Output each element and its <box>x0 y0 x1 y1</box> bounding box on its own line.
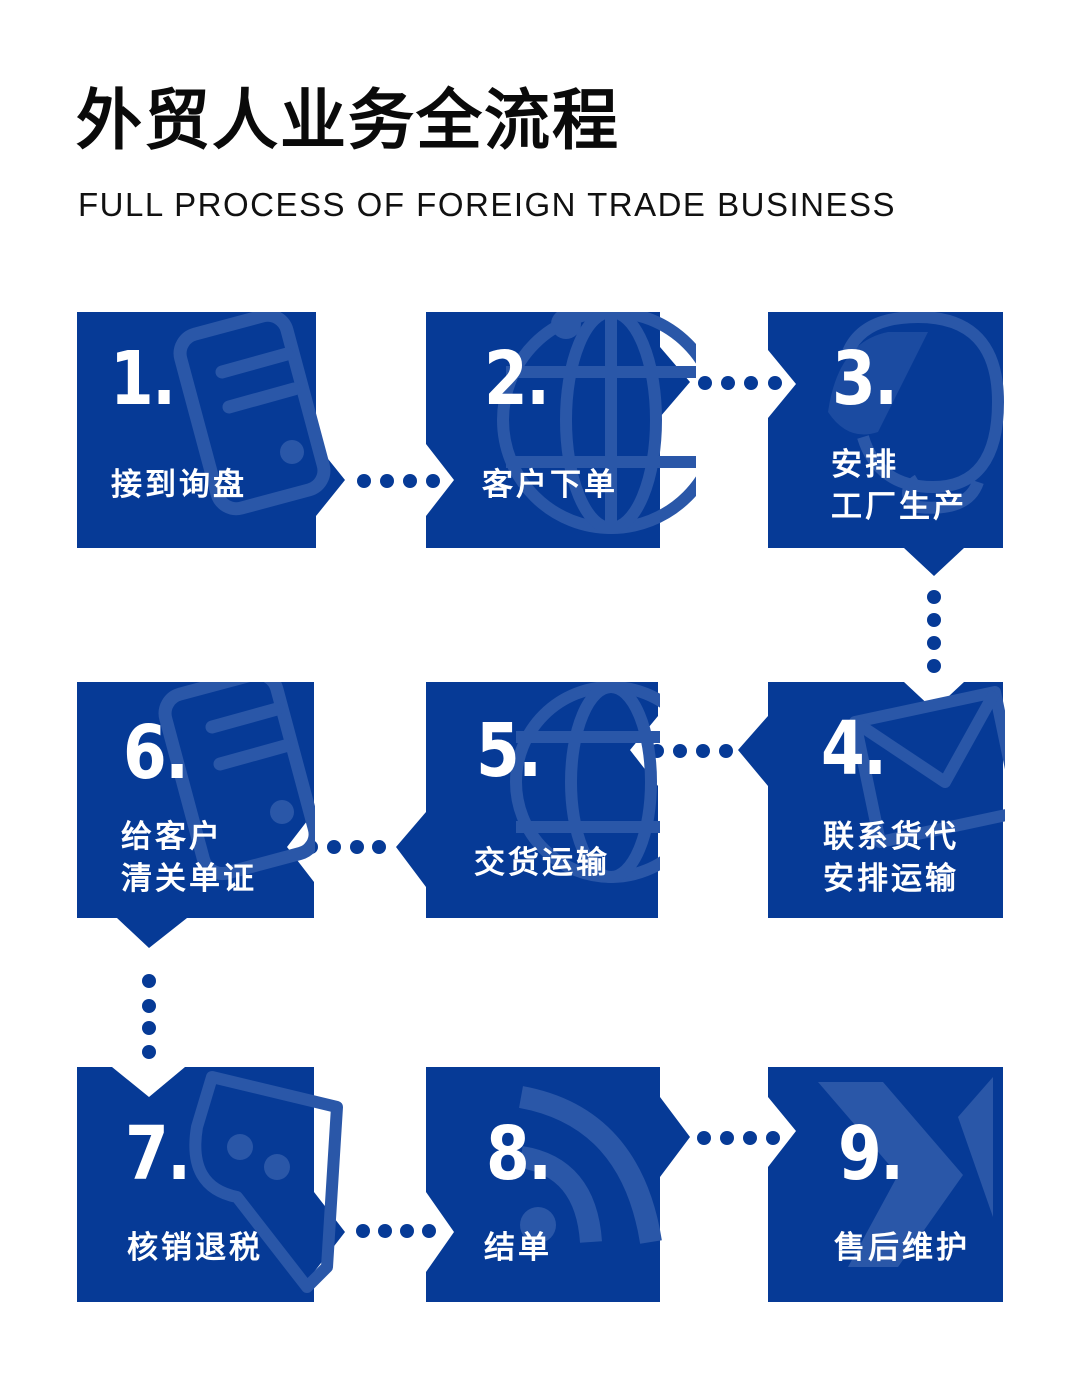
step-number: 7. <box>125 1111 191 1197</box>
envelope-icon <box>849 686 1005 848</box>
wifi-signal-icon <box>518 1086 662 1244</box>
phone-document-icon <box>173 312 331 516</box>
step-label: 安排 工厂生产 <box>831 447 967 525</box>
step-1: 1. 接到询盘 <box>77 312 347 548</box>
send-arrow-icon <box>818 1077 993 1267</box>
step-label: 客户下单 <box>482 467 618 503</box>
step-label: 交货运输 <box>474 845 610 881</box>
step-number: 2. <box>484 336 550 422</box>
step-9: 9. 售后维护 <box>768 1067 1004 1303</box>
step-box-shape <box>77 312 345 548</box>
step-number: 4. <box>821 706 887 792</box>
chat-bubble-icon <box>189 1071 343 1293</box>
step-3: 3. 安排 工厂生产 <box>768 312 1004 578</box>
step-7: 7. 核销退税 <box>77 1067 347 1303</box>
step-number: 6. <box>123 710 189 796</box>
step-number: 1. <box>110 336 176 422</box>
step-label: 给客户 清关单证 <box>121 819 257 897</box>
step-number: 8. <box>486 1111 552 1197</box>
step-5: 5. 交货运输 <box>396 682 660 919</box>
step-label: 联系货代 安排运输 <box>823 819 959 897</box>
step-label: 售后维护 <box>834 1230 970 1266</box>
step-label: 结单 <box>484 1230 552 1266</box>
step-2: 2. 客户下单 <box>426 312 696 548</box>
step-8: 8. 结单 <box>426 1067 694 1303</box>
page-subtitle: FULL PROCESS OF FOREIGN TRADE BUSINESS <box>78 186 896 223</box>
globe-icon <box>497 312 696 534</box>
step-number: 9. <box>838 1111 904 1197</box>
step-4: 4. 联系货代 安排运输 <box>735 682 1005 919</box>
step-number: 3. <box>832 336 898 422</box>
step-label: 核销退税 <box>127 1230 263 1266</box>
step-label: 接到询盘 <box>111 467 247 503</box>
phone-document-icon <box>158 682 315 881</box>
globe-icon <box>510 682 660 883</box>
step-6: 6. 给客户 清关单证 <box>77 682 315 950</box>
page-title: 外贸人业务全流程 <box>76 82 620 159</box>
step-number: 5. <box>476 708 542 794</box>
mouse-cable-icon <box>842 312 1004 514</box>
